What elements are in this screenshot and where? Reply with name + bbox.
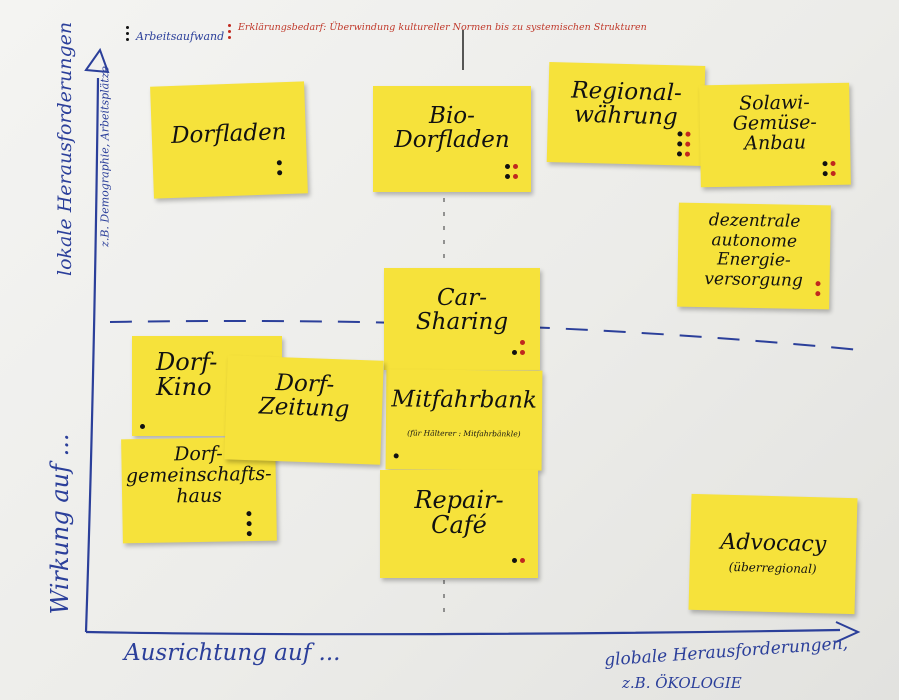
note-repair-cafe: Repair- Café bbox=[380, 470, 538, 578]
x-arrow-head bbox=[835, 621, 861, 643]
y-arrow-head bbox=[84, 47, 110, 74]
note-mitfahrbank: Mitfahrbank (für Hälterer : Mitfahrbänkl… bbox=[385, 369, 543, 471]
note-bio-dorfladen: Bio- Dorfladen bbox=[373, 86, 531, 192]
legend-effort-dots bbox=[126, 26, 129, 41]
legend-explanation-dots bbox=[228, 24, 231, 39]
note-solawi: Solawi- Gemüse- Anbau bbox=[699, 82, 851, 188]
y-axis-top-sublabel: z.B. Demographie, Arbeitsplätze bbox=[98, 66, 112, 247]
legend-effort: Arbeitsaufwand bbox=[136, 30, 225, 43]
legend-explanation: Erklärungsbedarf: Überwindung kulturelle… bbox=[238, 22, 647, 33]
y-axis-bottom-label: Wirkung auf ... bbox=[46, 433, 74, 615]
note-dorf-zeitung: Dorf- Zeitung bbox=[224, 355, 384, 465]
note-carsharing: Car- Sharing bbox=[384, 268, 540, 370]
note-dorfladen: Dorfladen bbox=[150, 81, 308, 199]
note-regionalwaehrung: Regional- währung bbox=[546, 61, 706, 167]
x-axis-right-sublabel: z.B. ÖKOLOGIE bbox=[622, 674, 742, 692]
y-axis-top-label: lokale Herausforderungen bbox=[54, 21, 76, 276]
note-energieversorgung: dezentrale autonome Energie- versorgung bbox=[677, 202, 831, 310]
note-advocacy: Advocacy (überregional) bbox=[688, 493, 858, 615]
x-axis-left-label: Ausrichtung auf ... bbox=[124, 640, 341, 666]
